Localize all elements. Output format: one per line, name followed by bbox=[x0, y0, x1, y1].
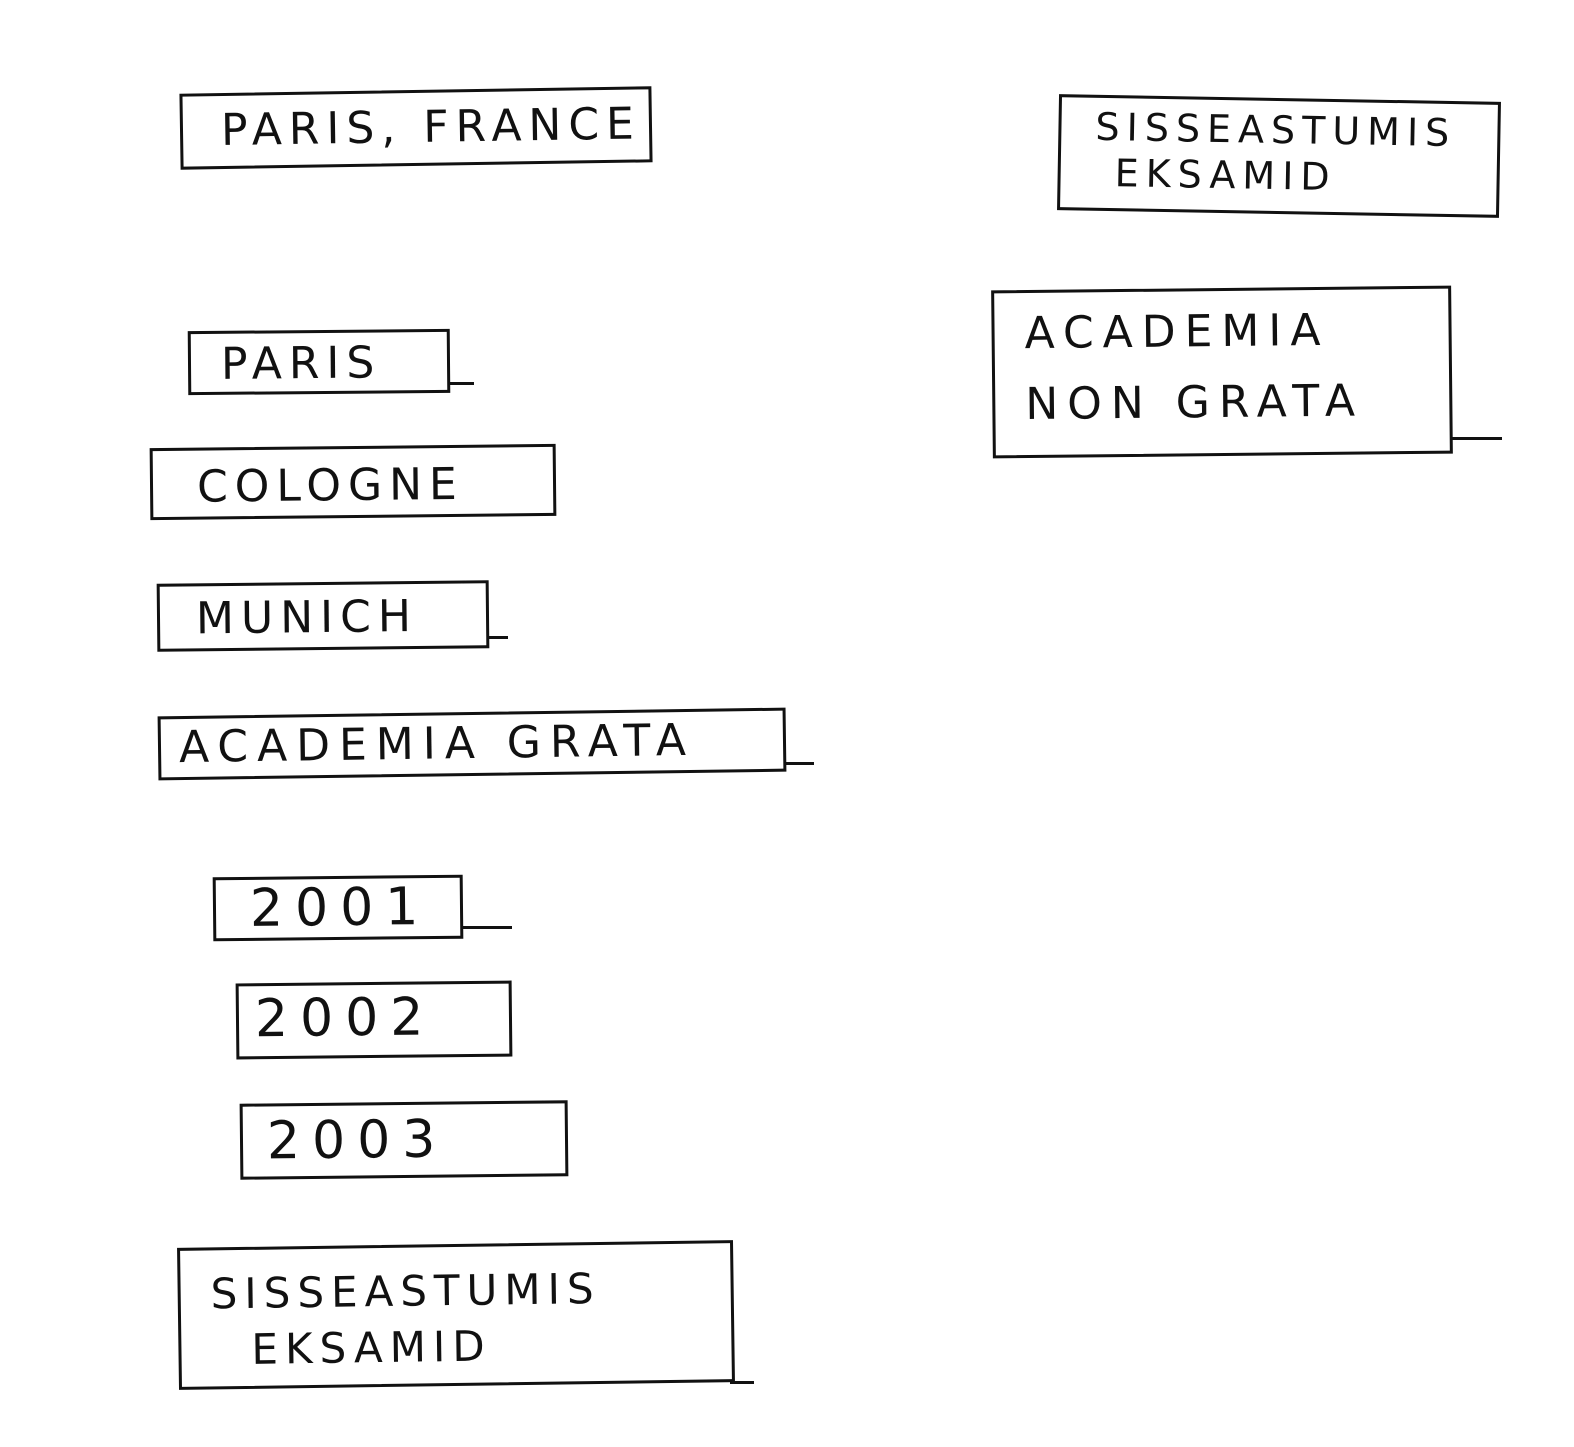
label-sisseastumis-top-line2: EKSAMID bbox=[1114, 150, 1338, 199]
label-year-2001-tail bbox=[462, 926, 512, 929]
label-year-2002-text: 2002 bbox=[254, 987, 436, 1050]
label-munich-text: MUNICH bbox=[195, 591, 419, 645]
label-sisseastumis-bottom-line2: EKSAMID bbox=[251, 1321, 493, 1375]
label-academia-non-grata-line2: NON GRATA bbox=[1025, 375, 1365, 430]
label-paris-tail bbox=[448, 382, 474, 385]
label-paris-france-text: PARIS, FRANCE bbox=[220, 98, 642, 157]
label-paris-france: PARIS, FRANCE bbox=[179, 86, 653, 170]
label-year-2002: 2002 bbox=[235, 980, 513, 1060]
label-year-2003: 2003 bbox=[239, 1100, 569, 1180]
label-academia-grata-tail bbox=[784, 762, 814, 765]
label-year-2001-text: 2001 bbox=[249, 877, 431, 939]
label-academia-non-grata-line1: ACADEMIA bbox=[1024, 304, 1330, 360]
label-sisseastumis-bottom-tail bbox=[730, 1381, 754, 1384]
label-year-2003-text: 2003 bbox=[266, 1109, 448, 1172]
label-sisseastumis-eksamid-top: SISSEASTUMIS EKSAMID bbox=[1057, 94, 1501, 218]
label-sisseastumis-bottom-line1: SISSEASTUMIS bbox=[210, 1263, 601, 1319]
label-academia-non-grata: ACADEMIA NON GRATA bbox=[991, 285, 1453, 459]
label-munich: MUNICH bbox=[156, 580, 490, 652]
label-cologne: COLOGNE bbox=[149, 443, 557, 521]
label-paris: PARIS bbox=[187, 328, 451, 396]
label-academia-non-grata-tail bbox=[1450, 437, 1502, 440]
label-munich-tail bbox=[488, 636, 508, 639]
label-sisseastumis-top-line1: SISSEASTUMIS bbox=[1095, 104, 1457, 156]
label-sisseastumis-eksamid-bottom: SISSEASTUMIS EKSAMID bbox=[177, 1240, 735, 1390]
label-academia-grata-text: ACADEMIA GRATA bbox=[178, 714, 696, 774]
label-cologne-text: COLOGNE bbox=[196, 458, 465, 513]
label-year-2001: 2001 bbox=[212, 874, 464, 942]
label-academia-grata: ACADEMIA GRATA bbox=[157, 707, 787, 781]
label-paris-text: PARIS bbox=[220, 337, 382, 390]
